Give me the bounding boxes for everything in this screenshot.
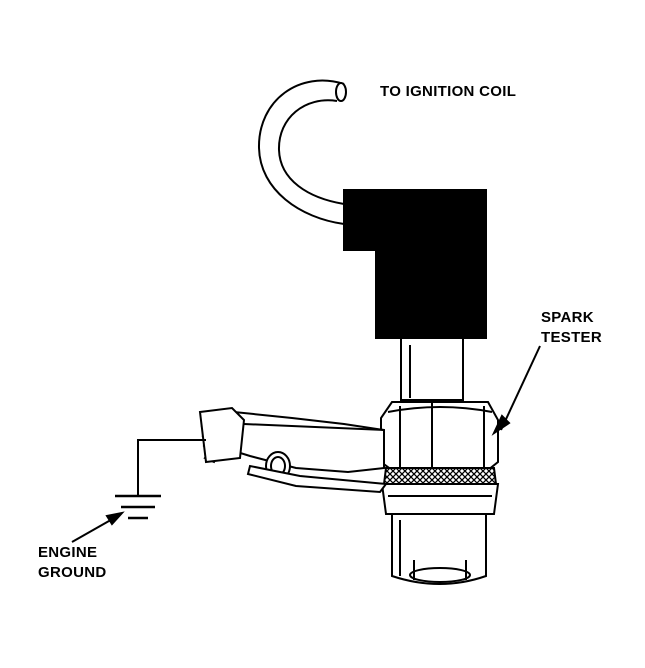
label-to-ignition-coil: TO IGNITION COIL — [380, 83, 517, 100]
label-tester-line: TESTER — [541, 329, 602, 346]
ignition-wire — [257, 79, 347, 225]
coil-boot — [343, 189, 487, 339]
alligator-clip — [198, 406, 388, 494]
label-spark-tester: SPARK TESTER — [541, 308, 602, 348]
label-spark-line: SPARK — [541, 309, 594, 326]
tester-insulator — [400, 337, 464, 401]
arrow-icon — [71, 345, 541, 543]
ground-wire — [137, 439, 206, 496]
label-engine-ground: ENGINE GROUND — [38, 543, 106, 583]
tester-hex-nut — [380, 401, 499, 471]
tester-collar — [380, 483, 500, 515]
tester-lower-body — [391, 513, 487, 585]
ground-symbol-icon — [115, 494, 161, 520]
label-ground-line: GROUND — [38, 564, 107, 581]
label-engine-line: ENGINE — [38, 544, 98, 561]
tester-knurled-ring — [382, 467, 498, 485]
